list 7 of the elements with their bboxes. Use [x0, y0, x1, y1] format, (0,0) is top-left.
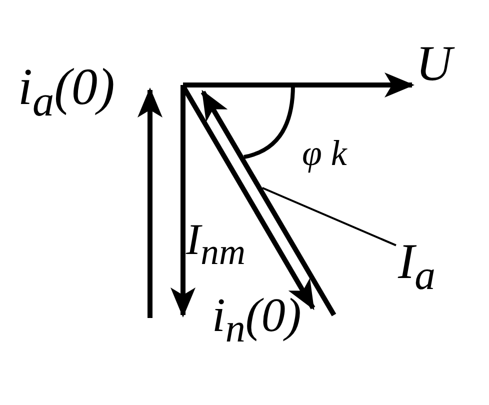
- vector-label: I$_{nm}$: [186, 218, 246, 270]
- vector-label: i$_{a}$(0): [18, 62, 115, 124]
- angle-label: φ k: [302, 135, 347, 171]
- vector-label: U: [416, 38, 452, 88]
- vector-label: I$_{a}$: [398, 236, 436, 298]
- vector-label: i$_{n}$(0): [212, 292, 302, 349]
- leader-line: [262, 186, 396, 246]
